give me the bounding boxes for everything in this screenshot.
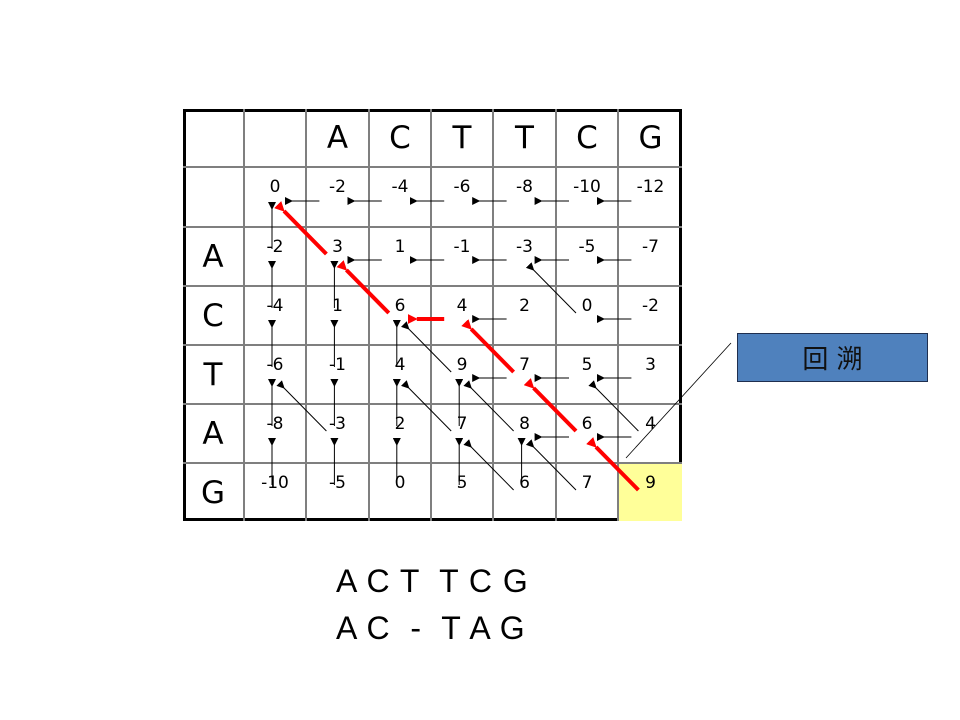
matrix-cell: -6 bbox=[432, 168, 494, 228]
matrix-cell: 4 bbox=[370, 346, 432, 405]
column-header bbox=[245, 109, 307, 168]
matrix-cell: 7 bbox=[557, 464, 619, 521]
traceback-callout: 回 溯 bbox=[737, 333, 928, 382]
row-header: T bbox=[183, 346, 245, 405]
matrix-cell: -4 bbox=[245, 287, 307, 346]
column-header: T bbox=[494, 109, 557, 168]
matrix-cell: -10 bbox=[557, 168, 619, 228]
alignment-seq1: A C T T C G bbox=[336, 563, 529, 599]
column-header: C bbox=[557, 109, 619, 168]
matrix-cell: -7 bbox=[619, 228, 682, 287]
matrix-cell: -6 bbox=[245, 346, 307, 405]
matrix-cell: 4 bbox=[432, 287, 494, 346]
matrix-cell: -12 bbox=[619, 168, 682, 228]
matrix-cell: 5 bbox=[432, 464, 494, 521]
matrix-cell: 8 bbox=[494, 405, 557, 464]
matrix-cell: -3 bbox=[494, 228, 557, 287]
matrix-cell: 1 bbox=[307, 287, 370, 346]
alignment-seq2: A C - T A G bbox=[336, 610, 526, 646]
matrix-cell: 3 bbox=[307, 228, 370, 287]
matrix-cell: -1 bbox=[307, 346, 370, 405]
matrix-cell: 4 bbox=[619, 405, 682, 464]
column-header: T bbox=[432, 109, 494, 168]
matrix-cell: -1 bbox=[432, 228, 494, 287]
matrix-cell: -2 bbox=[307, 168, 370, 228]
matrix-cell: -5 bbox=[307, 464, 370, 521]
column-header: C bbox=[370, 109, 432, 168]
matrix-cell: 2 bbox=[494, 287, 557, 346]
row-header: A bbox=[183, 228, 245, 287]
matrix-cell: 5 bbox=[557, 346, 619, 405]
row-header: A bbox=[183, 405, 245, 464]
column-header bbox=[183, 109, 245, 168]
matrix-cell: 9 bbox=[619, 464, 682, 521]
matrix-cell: 0 bbox=[245, 168, 307, 228]
row-header bbox=[183, 168, 245, 228]
matrix-cell: -10 bbox=[245, 464, 307, 521]
matrix-cell: 6 bbox=[494, 464, 557, 521]
matrix-cell: -4 bbox=[370, 168, 432, 228]
matrix-cell: 1 bbox=[370, 228, 432, 287]
matrix-cell: -2 bbox=[619, 287, 682, 346]
matrix-cell: -8 bbox=[245, 405, 307, 464]
matrix-cell: 0 bbox=[370, 464, 432, 521]
row-header: C bbox=[183, 287, 245, 346]
matrix-cell: 6 bbox=[370, 287, 432, 346]
matrix-cell: 2 bbox=[370, 405, 432, 464]
column-header: G bbox=[619, 109, 682, 168]
matrix-cell: 0 bbox=[557, 287, 619, 346]
matrix-cell: -2 bbox=[245, 228, 307, 287]
matrix-cell: -5 bbox=[557, 228, 619, 287]
matrix-cell: 7 bbox=[494, 346, 557, 405]
column-header: A bbox=[307, 109, 370, 168]
matrix-cell: 6 bbox=[557, 405, 619, 464]
matrix-cell: 7 bbox=[432, 405, 494, 464]
matrix-cell: -8 bbox=[494, 168, 557, 228]
callout-label: 回 溯 bbox=[802, 345, 863, 375]
matrix-cell: 3 bbox=[619, 346, 682, 405]
matrix-cell: -3 bbox=[307, 405, 370, 464]
matrix-cell: 9 bbox=[432, 346, 494, 405]
row-header: G bbox=[183, 464, 245, 521]
